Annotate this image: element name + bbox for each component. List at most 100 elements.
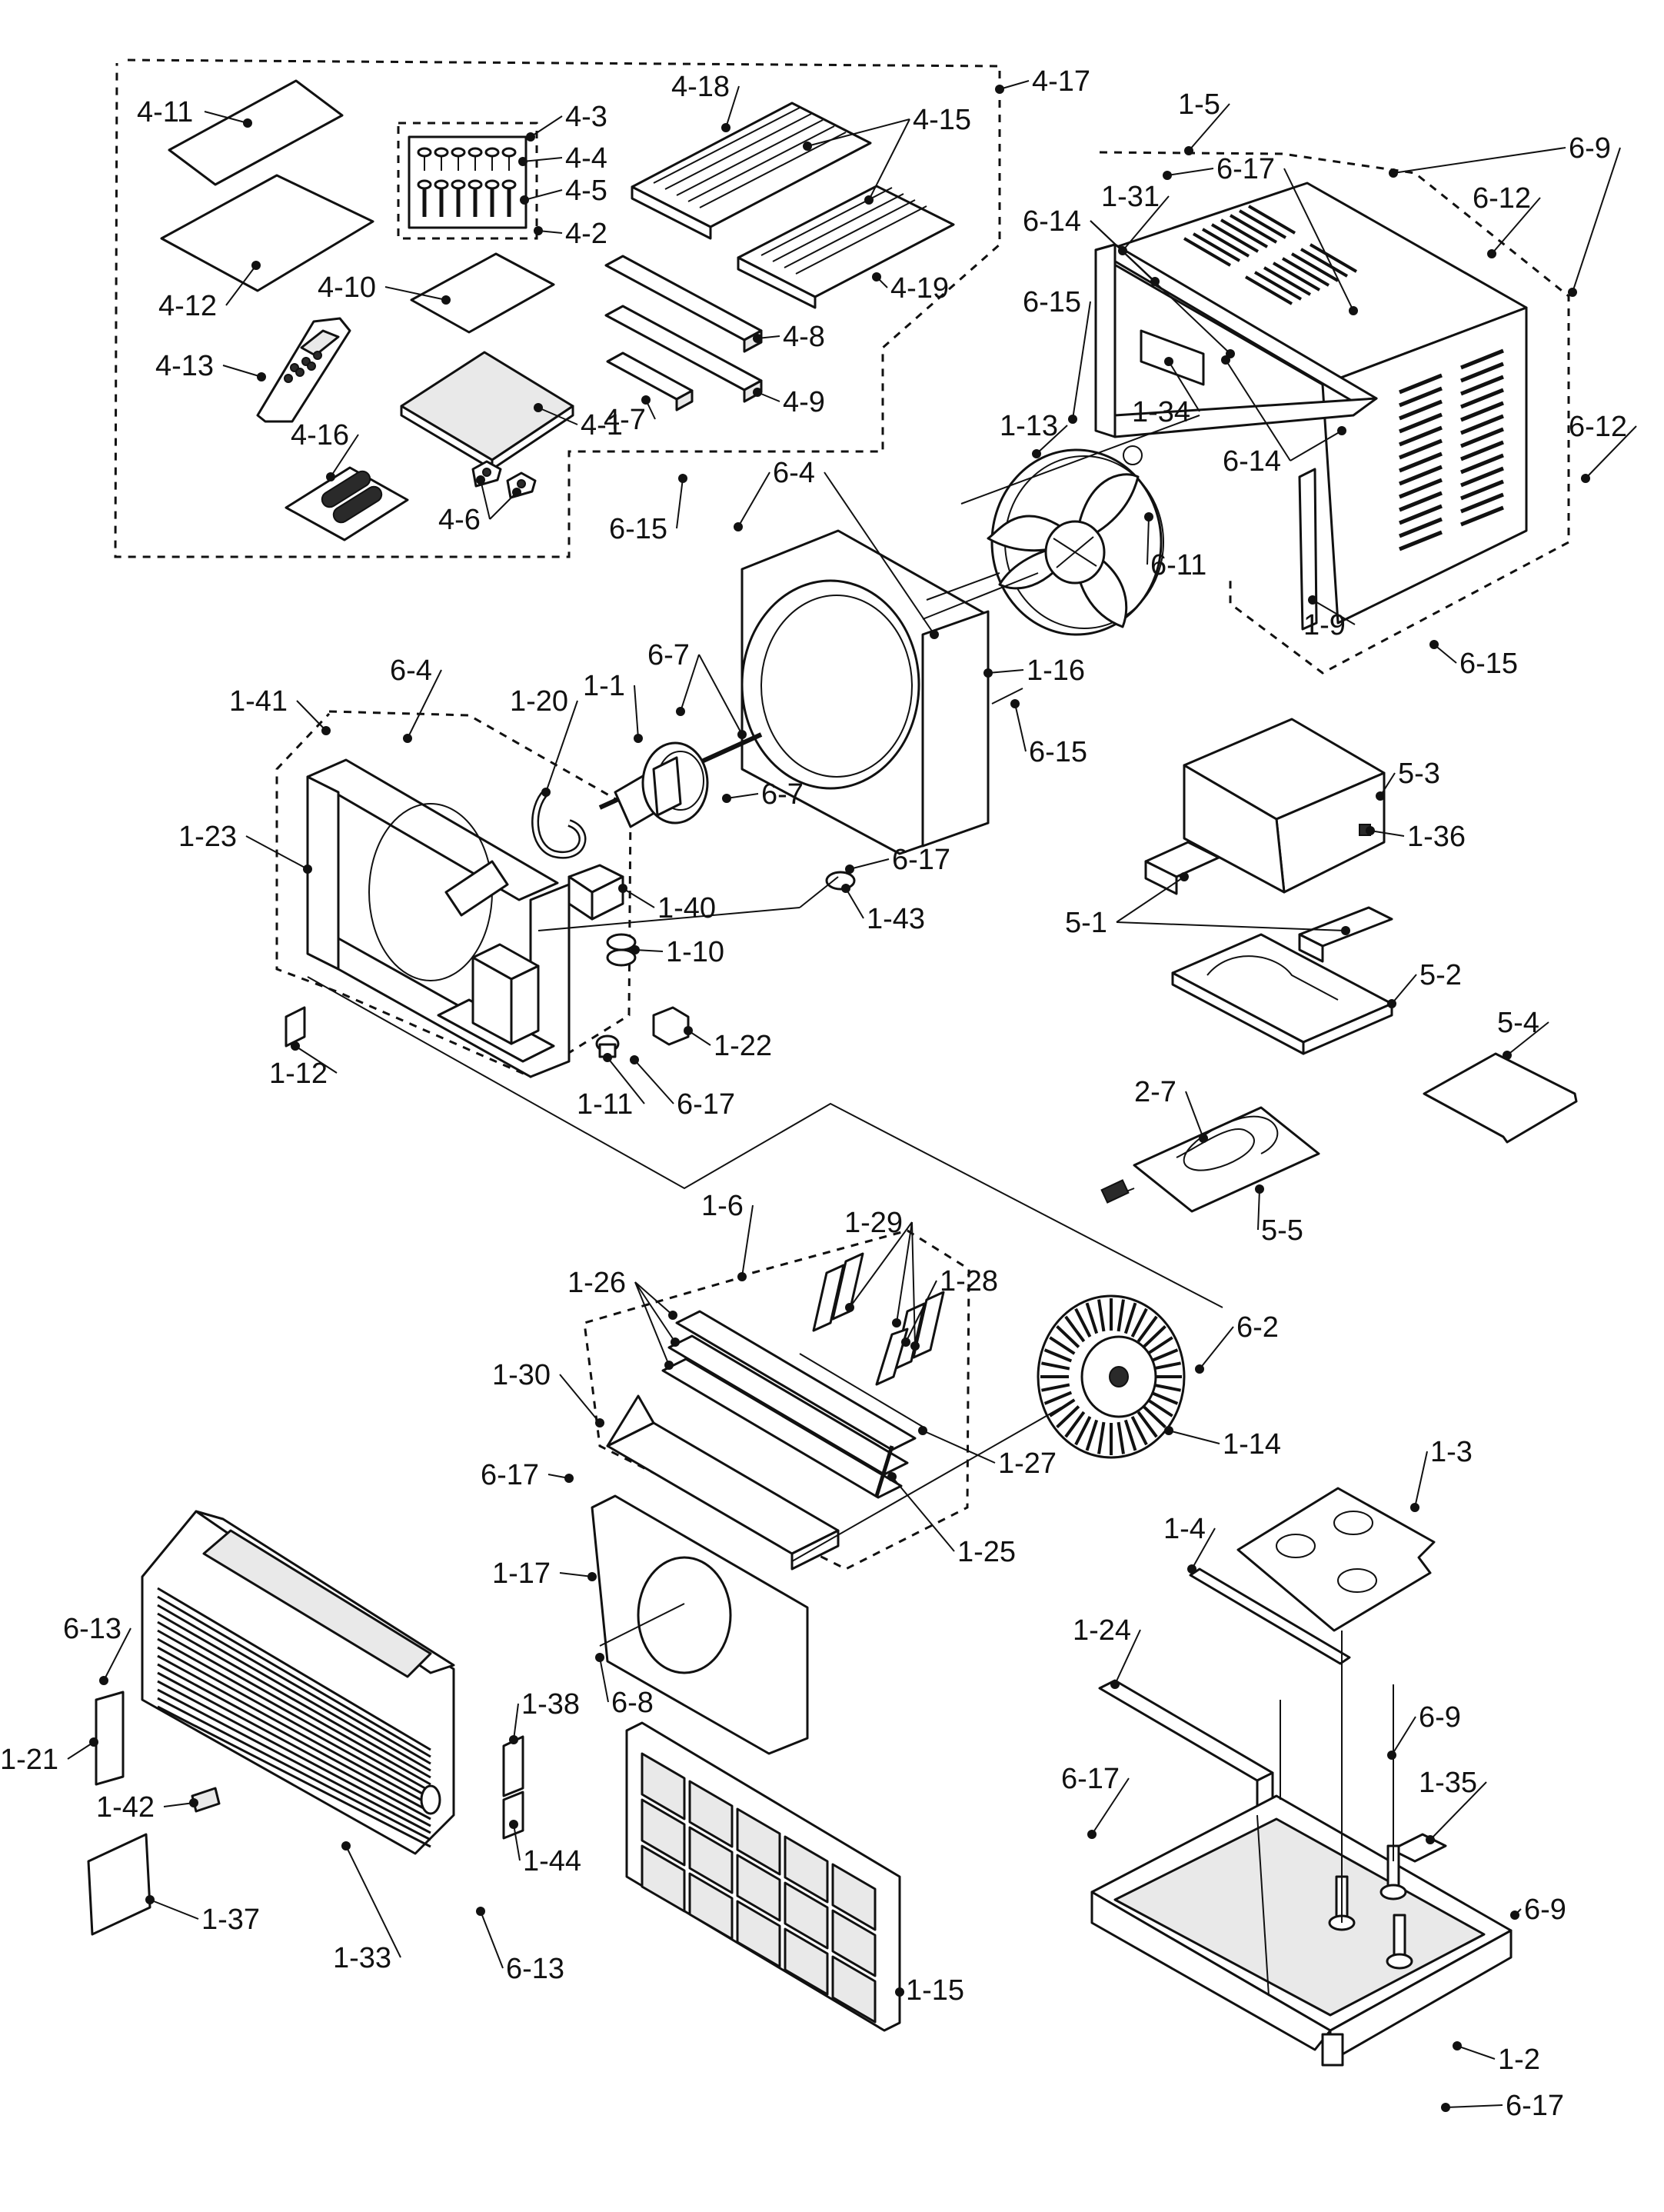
part-4-11-sheet	[168, 79, 344, 186]
leader-dot-6-17d-0	[564, 1474, 574, 1483]
louver-slot	[1399, 491, 1443, 512]
leader-6-14b-1	[1290, 430, 1343, 461]
leader-1-13-0	[1036, 425, 1068, 455]
leader-1-25-0	[891, 1476, 955, 1552]
vent-slot	[1210, 223, 1260, 253]
part-1-28-bracket	[875, 1328, 909, 1386]
leader-1-44-0	[513, 1824, 521, 1861]
vent-slot	[1238, 209, 1287, 239]
leader-6-4b-0	[407, 669, 442, 739]
leader-1-6-0	[741, 1204, 754, 1278]
leader-1-42-0	[163, 1802, 195, 1807]
vent-slot	[1192, 232, 1241, 262]
leader-6-12b-0	[1585, 425, 1637, 479]
cabinet-side-louvers	[1399, 348, 1504, 551]
vent-slot	[1183, 237, 1232, 267]
leader-dot-6-9c-0	[1510, 1911, 1519, 1920]
leader-6-15b-0	[676, 478, 684, 529]
part-1-37-sheet	[87, 1833, 151, 1936]
part-1-1-fan-motor	[598, 732, 763, 828]
label-4-5: 4-5	[565, 175, 607, 207]
leader-dot-4-11-0	[243, 118, 252, 128]
blower-blade	[1097, 1299, 1106, 1332]
leader-dot-6-11-0	[1144, 512, 1153, 521]
part-4-3-screw-pack	[397, 122, 538, 240]
leader-dot-6-4a-0	[734, 522, 743, 531]
leader-1-29-0	[849, 1221, 913, 1308]
louver-slot	[1460, 414, 1504, 435]
leader-4-5-0	[524, 189, 563, 201]
blower-blade	[1142, 1405, 1166, 1429]
part-1-22-switch	[652, 1006, 690, 1046]
leader-1-40-0	[622, 888, 655, 908]
leader-dot-6-4a-1	[930, 630, 939, 639]
leader-6-4a-0	[737, 471, 770, 528]
leader-dot-4-13-0	[257, 372, 266, 381]
leader-6-17a-0	[1166, 168, 1214, 176]
screw-head	[451, 179, 466, 190]
blower-blade	[1152, 1383, 1181, 1392]
grille-slat	[157, 1688, 431, 1834]
part-1-29-filter-slots	[812, 1252, 945, 1371]
part-1-23-frame	[306, 758, 571, 1078]
leader-4-6-1	[489, 491, 518, 520]
leader-dot-4-9-0	[753, 388, 762, 397]
blower-blade	[1117, 1421, 1125, 1454]
leader-5-5-0	[1257, 1188, 1260, 1231]
label-1-44: 1-44	[523, 1845, 581, 1877]
leader-dot-4-2-0	[534, 226, 543, 235]
blower-blade	[1150, 1348, 1179, 1363]
blower-blade	[1043, 1391, 1073, 1405]
leader-6-17c-0	[634, 1059, 674, 1104]
part-4-9-foam-strip	[604, 305, 763, 403]
label-1-37: 1-37	[201, 1904, 260, 1936]
leader-dot-6-7a-0	[676, 707, 685, 716]
blower-blade	[1117, 1299, 1125, 1332]
label-1-22: 1-22	[714, 1030, 772, 1062]
leader-dot-6-8-0	[595, 1653, 604, 1662]
leader-dot-4-5-0	[520, 195, 529, 205]
blower-blade	[1056, 1405, 1080, 1429]
screw-head	[417, 147, 432, 158]
part-5-2-control-base	[1171, 933, 1393, 1055]
evaporator-coil-boundary	[583, 1229, 970, 1571]
leader-dot-6-17c-0	[630, 1055, 639, 1064]
leader-5-4-0	[1506, 1021, 1549, 1056]
filter-cell	[641, 1752, 686, 1821]
evaporator-base-stand	[437, 943, 555, 1063]
leader-dot-6-4b-0	[403, 734, 412, 743]
filter-cell	[784, 1835, 829, 1904]
part-4-10-sheet	[410, 252, 555, 334]
part-1-38-cover	[502, 1735, 524, 1797]
leader-dot-6-17b-0	[845, 864, 854, 874]
vent-slot	[1247, 205, 1296, 235]
leader-1-26-1	[634, 1281, 676, 1343]
label-1-27: 1-27	[998, 1447, 1057, 1480]
label-6-14b: 6-14	[1223, 445, 1281, 478]
part-1-11-grommet	[595, 1034, 620, 1058]
part-1-20-hose	[531, 789, 587, 859]
label-5-2: 5-2	[1419, 959, 1462, 991]
leader-dot-1-5-0	[1184, 146, 1193, 155]
grille-slat	[157, 1612, 431, 1772]
vent-slot	[1272, 262, 1321, 291]
label-1-26: 1-26	[567, 1267, 626, 1299]
label-6-15c: 6-15	[1459, 648, 1518, 680]
leader-dot-1-38-0	[509, 1735, 518, 1744]
leader-dot-1-26-2	[664, 1361, 674, 1370]
label-1-41: 1-41	[229, 685, 288, 718]
leader-1-28-0	[905, 1280, 937, 1343]
leader-1-4-0	[1191, 1527, 1216, 1570]
screw-head	[484, 147, 500, 158]
insulation-hole-2	[1333, 1511, 1373, 1535]
grille-slat	[157, 1587, 431, 1751]
mount-bolt-base	[1386, 1953, 1413, 1970]
leader-dot-4-15-1	[864, 195, 874, 205]
leader-6-7a-1	[698, 654, 743, 735]
label-6-17e: 6-17	[1061, 1763, 1120, 1795]
louver-slot	[1399, 438, 1443, 460]
filter-cell	[784, 1881, 829, 1950]
label-4-13: 4-13	[155, 350, 214, 382]
part-1-33-front-grille	[141, 1510, 455, 1855]
